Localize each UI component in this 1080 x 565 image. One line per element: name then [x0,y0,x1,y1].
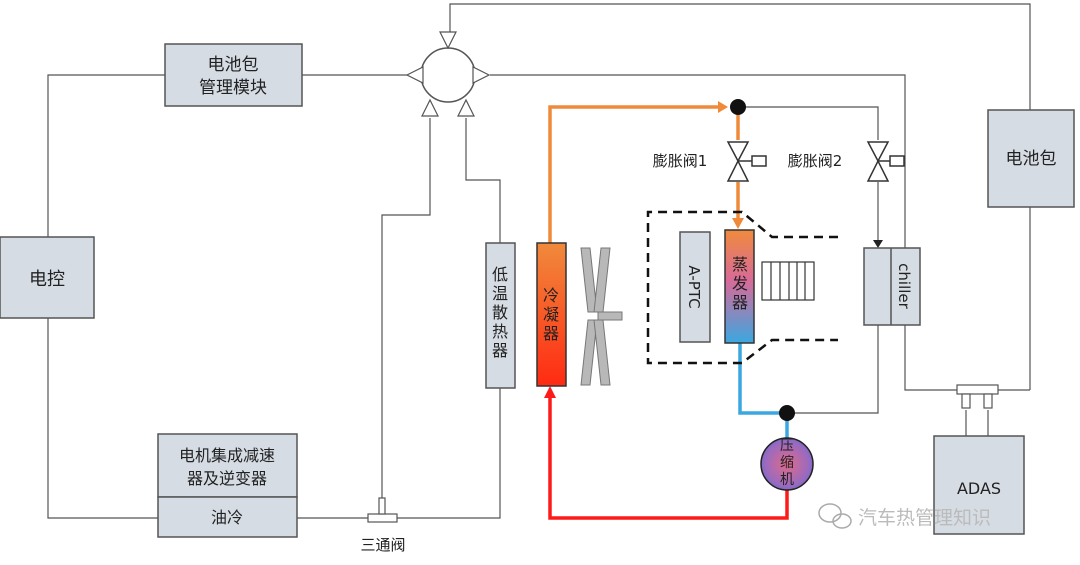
expansion-valve-2: 膨胀阀2 [788,141,905,182]
expansion-valve-1: 膨胀阀1 [653,141,767,182]
wechat-icon [818,503,852,529]
evaporator: 蒸 发 器 [724,229,755,344]
adas-label: ADAS [957,479,1001,498]
condenser: 冷 凝 器 [536,242,567,387]
chiller-label: chiller [895,263,913,309]
adas-box: ADAS [933,435,1025,535]
evaporator-char: 蒸 [732,255,748,274]
battery-module-label-1: 电池包 [208,55,259,75]
compressor-char: 机 [780,472,794,488]
electric-control-box: 电控 [0,236,95,319]
evaporator-char: 器 [732,293,748,312]
condenser-char: 器 [543,324,559,343]
battery-pack: 电池包 [987,109,1075,208]
condenser-char: 冷 [543,286,559,305]
battery-pack-label: 电池包 [1006,149,1057,169]
three-way-valve-label: 三通阀 [360,536,405,554]
controller-label: 电控 [29,269,65,290]
watermark-text: 汽车热管理知识 [858,507,991,529]
coolant-lines [47,3,1031,519]
battery-management-module: 电池包 管理模块 [164,43,303,107]
a-ptc-heater: A-PTC [679,231,711,343]
condenser-char: 凝 [543,305,559,324]
refrigerant-lines [544,101,789,520]
low-temp-radiator: 低 温 散 热 器 [485,242,516,389]
hvac-housing [646,210,838,365]
fan-icon [580,247,623,386]
radiator-char: 热 [492,322,508,341]
chiller-inlet-arrow [873,240,883,248]
motor-unit: 电机集成减速 器及逆变器 油冷 [157,433,298,538]
evaporator-char: 发 [732,274,748,293]
expansion-valve-2-label: 膨胀阀2 [788,152,843,170]
junction-dot-bottom [779,405,795,421]
three-way-valve: 三通阀 [360,497,406,554]
motor-label-1: 电机集成减速 [179,446,275,465]
battery-module-label-2: 管理模块 [199,78,267,98]
junction-dot-top [730,99,746,115]
compressor-char: 缩 [780,455,794,471]
multi-way-valve [405,31,491,117]
watermark: 汽车热管理知识 [818,503,991,529]
chiller: chiller [863,247,921,326]
compressor: 压 缩 机 [760,437,814,491]
adas-connector [956,384,999,409]
compressor-char: 压 [780,438,794,454]
radiator-char: 散 [492,303,508,322]
radiator-char: 低 [492,265,508,284]
blower-grille [761,261,815,301]
radiator-char: 器 [492,341,508,360]
radiator-char: 温 [492,284,508,303]
motor-label-2: 器及逆变器 [187,469,267,488]
expansion-valve-1-label: 膨胀阀1 [653,152,708,170]
oil-cooling-label: 油冷 [211,508,243,527]
a-ptc-label: A-PTC [685,265,703,308]
